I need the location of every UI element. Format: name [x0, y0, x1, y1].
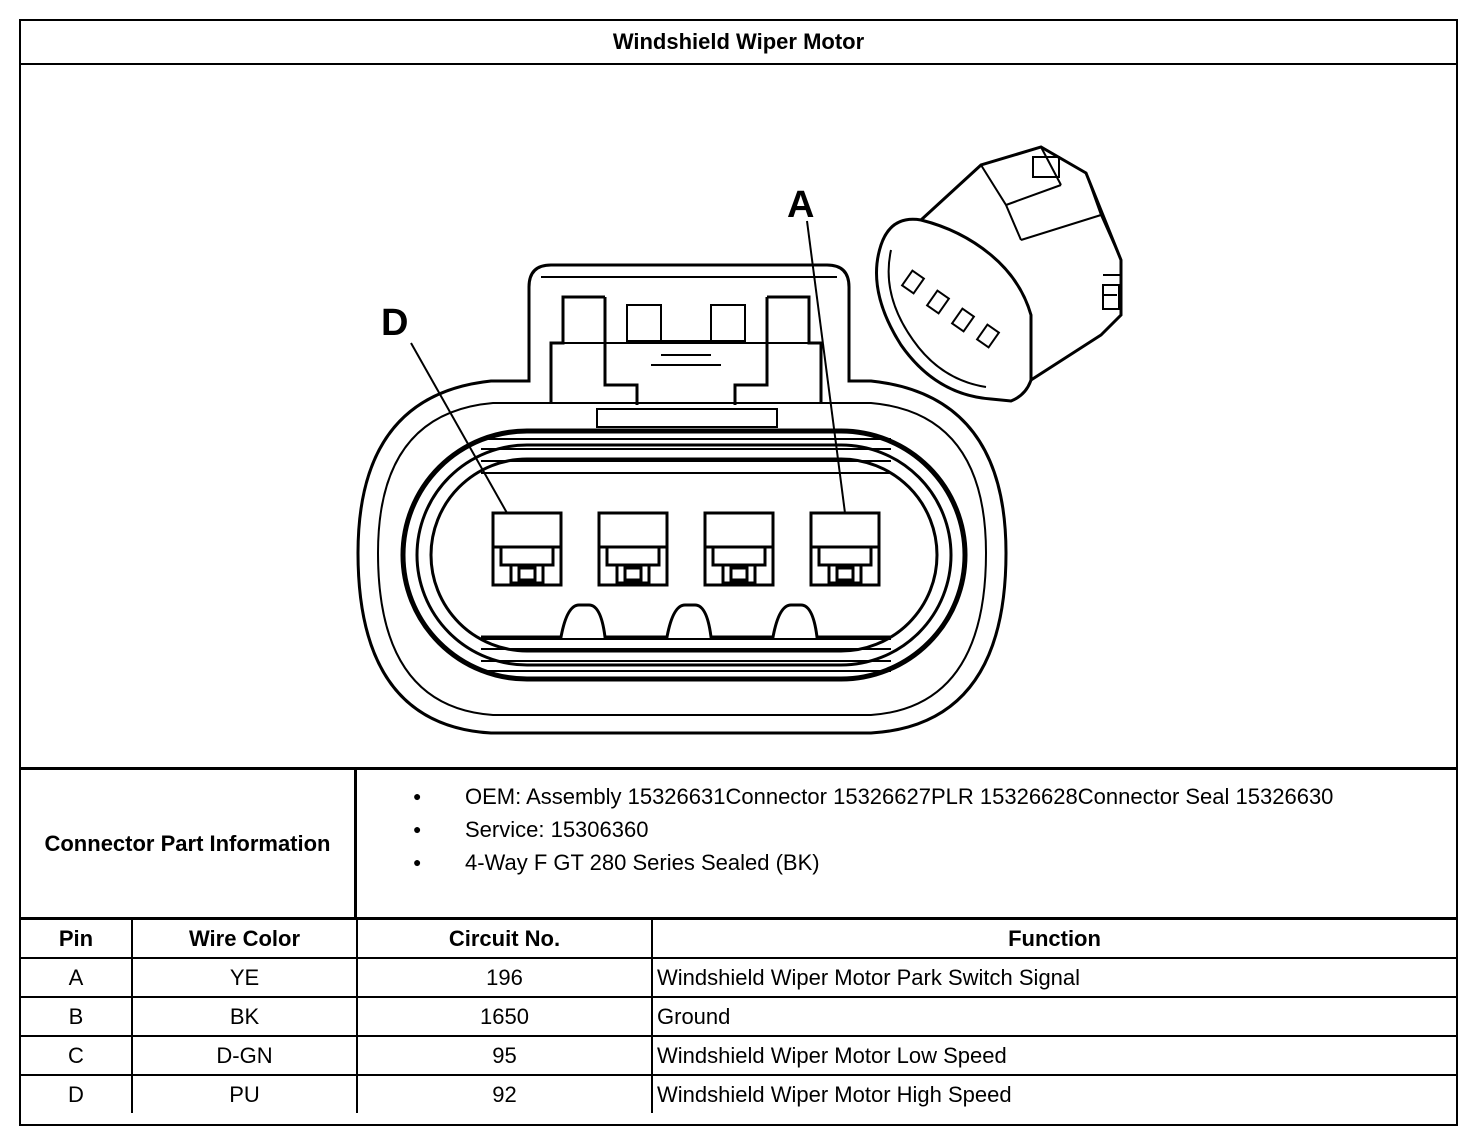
connector-part-info: Connector Part Information OEM: Assembly…: [21, 770, 1456, 920]
table-row: C D-GN 95 Windshield Wiper Motor Low Spe…: [21, 1035, 1456, 1076]
callout-leader-d: [410, 342, 508, 514]
callout-label-a: A: [787, 184, 814, 226]
callout-leader-a: [806, 220, 846, 514]
cell-wire-color: D-GN: [131, 1035, 358, 1076]
connector-diagram: D A: [21, 65, 1456, 770]
page-title: Windshield Wiper Motor: [21, 21, 1456, 65]
cell-function: Windshield Wiper Motor Park Switch Signa…: [651, 957, 1456, 998]
table-row: A YE 196 Windshield Wiper Motor Park Swi…: [21, 957, 1456, 998]
cell-circuit-no: 95: [356, 1035, 653, 1076]
header-circuit-no: Circuit No.: [356, 920, 653, 959]
cell-circuit-no: 1650: [356, 996, 653, 1037]
cell-circuit-no: 196: [356, 957, 653, 998]
terminal-cavity-c: [597, 511, 669, 587]
cell-pin: B: [21, 996, 133, 1037]
cell-pin: C: [21, 1035, 133, 1076]
seal-ring-inner: [429, 457, 939, 653]
cell-wire-color: BK: [131, 996, 358, 1037]
keying-ribs: [481, 603, 891, 639]
pin-table: Pin Wire Color Circuit No. Function A YE…: [21, 920, 1456, 1113]
connector-part-info-label: Connector Part Information: [21, 770, 357, 917]
cell-wire-color: PU: [131, 1074, 358, 1113]
cell-pin: A: [21, 957, 133, 998]
connector-face-svg: D A: [356, 145, 1123, 735]
cell-function: Windshield Wiper Motor Low Speed: [651, 1035, 1456, 1076]
connector-part-info-list: OEM: Assembly 15326631Connector 15326627…: [413, 780, 1333, 879]
header-pin: Pin: [21, 920, 133, 959]
callout-label-d: D: [381, 302, 408, 344]
part-info-description: 4-Way F GT 280 Series Sealed (BK): [413, 846, 1333, 879]
cell-function: Windshield Wiper Motor High Speed: [651, 1074, 1456, 1113]
table-row: D PU 92 Windshield Wiper Motor High Spee…: [21, 1074, 1456, 1113]
seal-ring-middle: [415, 443, 953, 667]
pin-table-header: Pin Wire Color Circuit No. Function: [21, 920, 1456, 959]
connector-isometric-icon: [875, 145, 1123, 403]
header-function: Function: [651, 920, 1456, 959]
cell-wire-color: YE: [131, 957, 358, 998]
cell-function: Ground: [651, 996, 1456, 1037]
terminal-cavity-b: [703, 511, 775, 587]
terminal-cavity-d: [491, 511, 563, 587]
latch-frame: [549, 295, 823, 403]
cell-pin: D: [21, 1074, 133, 1113]
seal-ring-outer: [400, 428, 968, 682]
part-info-oem: OEM: Assembly 15326631Connector 15326627…: [413, 780, 1333, 813]
connector-sheet: Windshield Wiper Motor: [19, 19, 1458, 1126]
terminal-cavity-a: [809, 511, 881, 587]
connector-housing-outline: [356, 263, 1008, 735]
latch-tab: [603, 297, 769, 405]
header-wire-color: Wire Color: [131, 920, 358, 959]
cell-circuit-no: 92: [356, 1074, 653, 1113]
part-info-service: Service: 15306360: [413, 813, 1333, 846]
table-row: B BK 1650 Ground: [21, 996, 1456, 1037]
